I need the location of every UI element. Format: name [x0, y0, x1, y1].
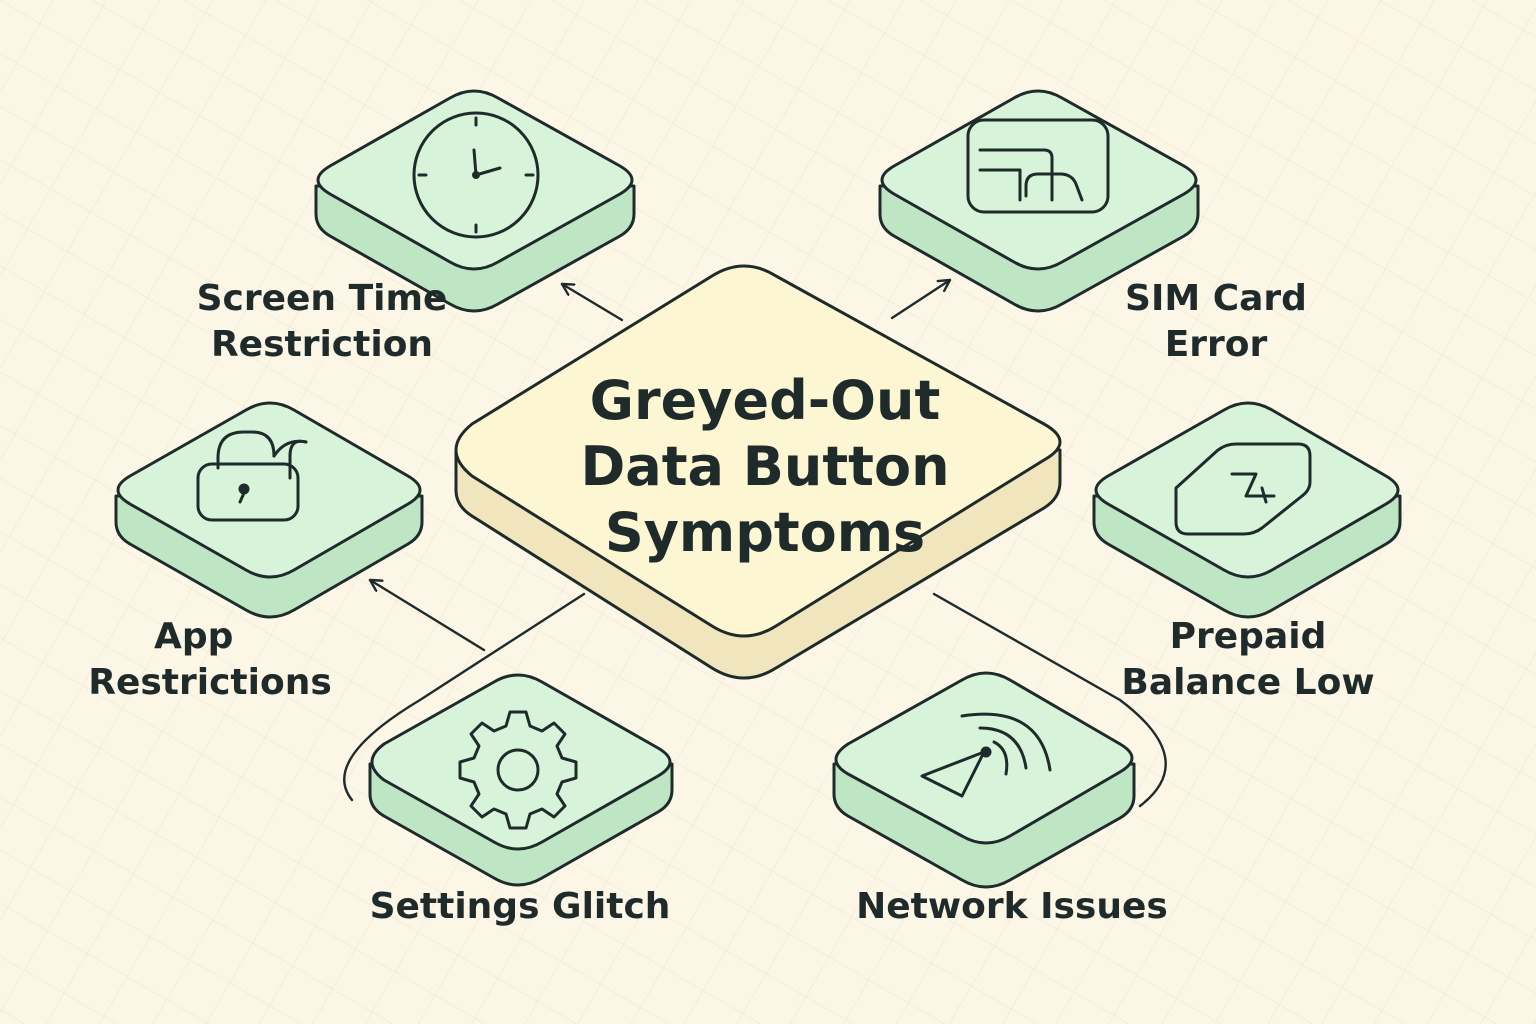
- sim-card-icon: [966, 118, 1110, 214]
- tile-network-issues[interactable]: [832, 671, 1136, 889]
- tile-app-restrictions[interactable]: [114, 401, 424, 619]
- balance-card-icon: [1174, 442, 1312, 536]
- connector-sim-card: [890, 278, 952, 320]
- label-sim-card-line-1: SIM Card: [1125, 278, 1307, 319]
- connector-network-issues: [932, 592, 1167, 808]
- label-app-restrictions-line-1: App: [154, 616, 234, 657]
- label-prepaid-balance-line-2: Balance Low: [1121, 662, 1375, 703]
- tile-sim-card[interactable]: [878, 89, 1200, 313]
- connector-screen-time: [560, 282, 624, 322]
- label-screen-time-line-1: Screen Time: [196, 278, 448, 319]
- center-tile: [454, 264, 1062, 680]
- tile-prepaid-balance[interactable]: [1092, 401, 1402, 619]
- label-network-issues-line-1: Network Issues: [856, 886, 1168, 927]
- label-screen-time-line-2: Restriction: [210, 324, 434, 365]
- padlock-icon: [196, 430, 308, 522]
- connector-app-restrictions: [368, 578, 486, 652]
- label-settings-glitch: Settings Glitch: [352, 884, 688, 930]
- center-title: Greyed-Out Data Button Symptoms: [520, 368, 1010, 566]
- label-settings-glitch-line-1: Settings Glitch: [369, 886, 671, 927]
- connectors: [343, 278, 1167, 808]
- label-sim-card-line-2: Error: [1164, 324, 1268, 365]
- connector-settings-glitch: [343, 592, 586, 802]
- tile-settings-glitch[interactable]: [368, 673, 674, 887]
- clock-icon: [412, 111, 540, 239]
- label-prepaid-balance: Prepaid Balance Low: [1108, 614, 1388, 706]
- label-app-restrictions-line-2: Restrictions: [88, 662, 332, 703]
- gear-icon: [458, 710, 578, 830]
- tile-screen-time[interactable]: [314, 89, 636, 313]
- center-title-line-1: Greyed-Out: [589, 369, 941, 432]
- label-prepaid-balance-line-1: Prepaid: [1169, 616, 1327, 657]
- signal-antenna-icon: [920, 712, 1052, 798]
- label-network-issues: Network Issues: [844, 884, 1180, 930]
- center-title-line-3: Symptoms: [604, 501, 926, 564]
- center-title-line-2: Data Button: [580, 435, 950, 498]
- label-screen-time: Screen Time Restriction: [192, 276, 452, 368]
- label-app-restrictions: App Restrictions: [70, 614, 350, 706]
- label-sim-card: SIM Card Error: [1096, 276, 1336, 368]
